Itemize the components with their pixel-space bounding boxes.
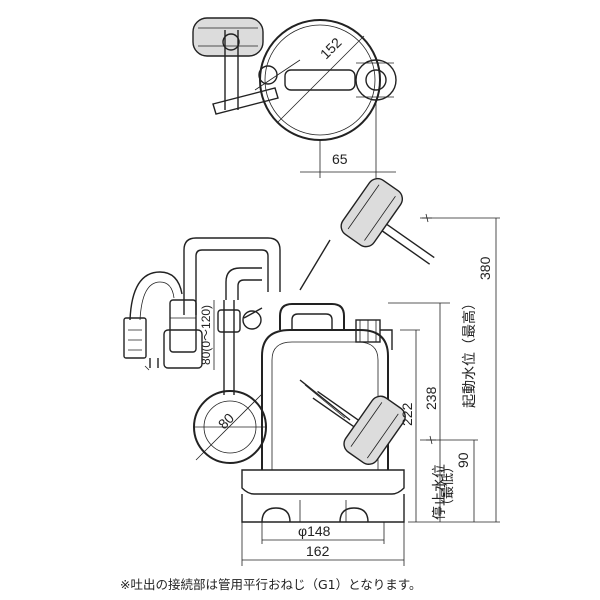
motor-body: [261, 329, 389, 470]
stop-level-label-a: 停止水位: [431, 464, 448, 520]
top-view: 152 65: [192, 17, 397, 178]
side-view: 80(0～120) 80: [123, 177, 500, 566]
top-discharge-boss: [355, 59, 397, 101]
h222-label: 222: [399, 402, 415, 426]
footnote: ※吐出の接続部は管用平行おねじ（G1）となります。: [120, 577, 422, 592]
start-level-label: 起動水位（最高）: [461, 296, 478, 408]
base-dia-label: φ148: [298, 523, 331, 539]
discharge-pipe: [183, 237, 281, 315]
plug-body: [123, 317, 147, 359]
h90-label: 90: [455, 452, 471, 468]
h238-label: 238: [423, 386, 439, 410]
float-high-position: [340, 177, 435, 265]
cable-loop: [129, 271, 183, 321]
top-float-housing: [192, 17, 264, 57]
top-diameter-line: [277, 35, 365, 123]
float-dia-label: 80: [215, 410, 237, 432]
pump-base: [241, 469, 405, 495]
float-range-label: 80(0～120): [199, 305, 213, 365]
float-rod: [223, 300, 235, 395]
top-offset-label: 65: [332, 151, 348, 167]
h380-label: 380: [477, 256, 493, 280]
switch-box: [169, 299, 197, 353]
float-low-position: [312, 390, 406, 465]
top-inner-bar: [284, 69, 356, 91]
top-diameter-label: 152: [317, 34, 345, 62]
width-label: 162: [306, 543, 330, 559]
stop-level-label-b: （最低）: [441, 460, 456, 512]
pump-handle: [279, 303, 345, 330]
